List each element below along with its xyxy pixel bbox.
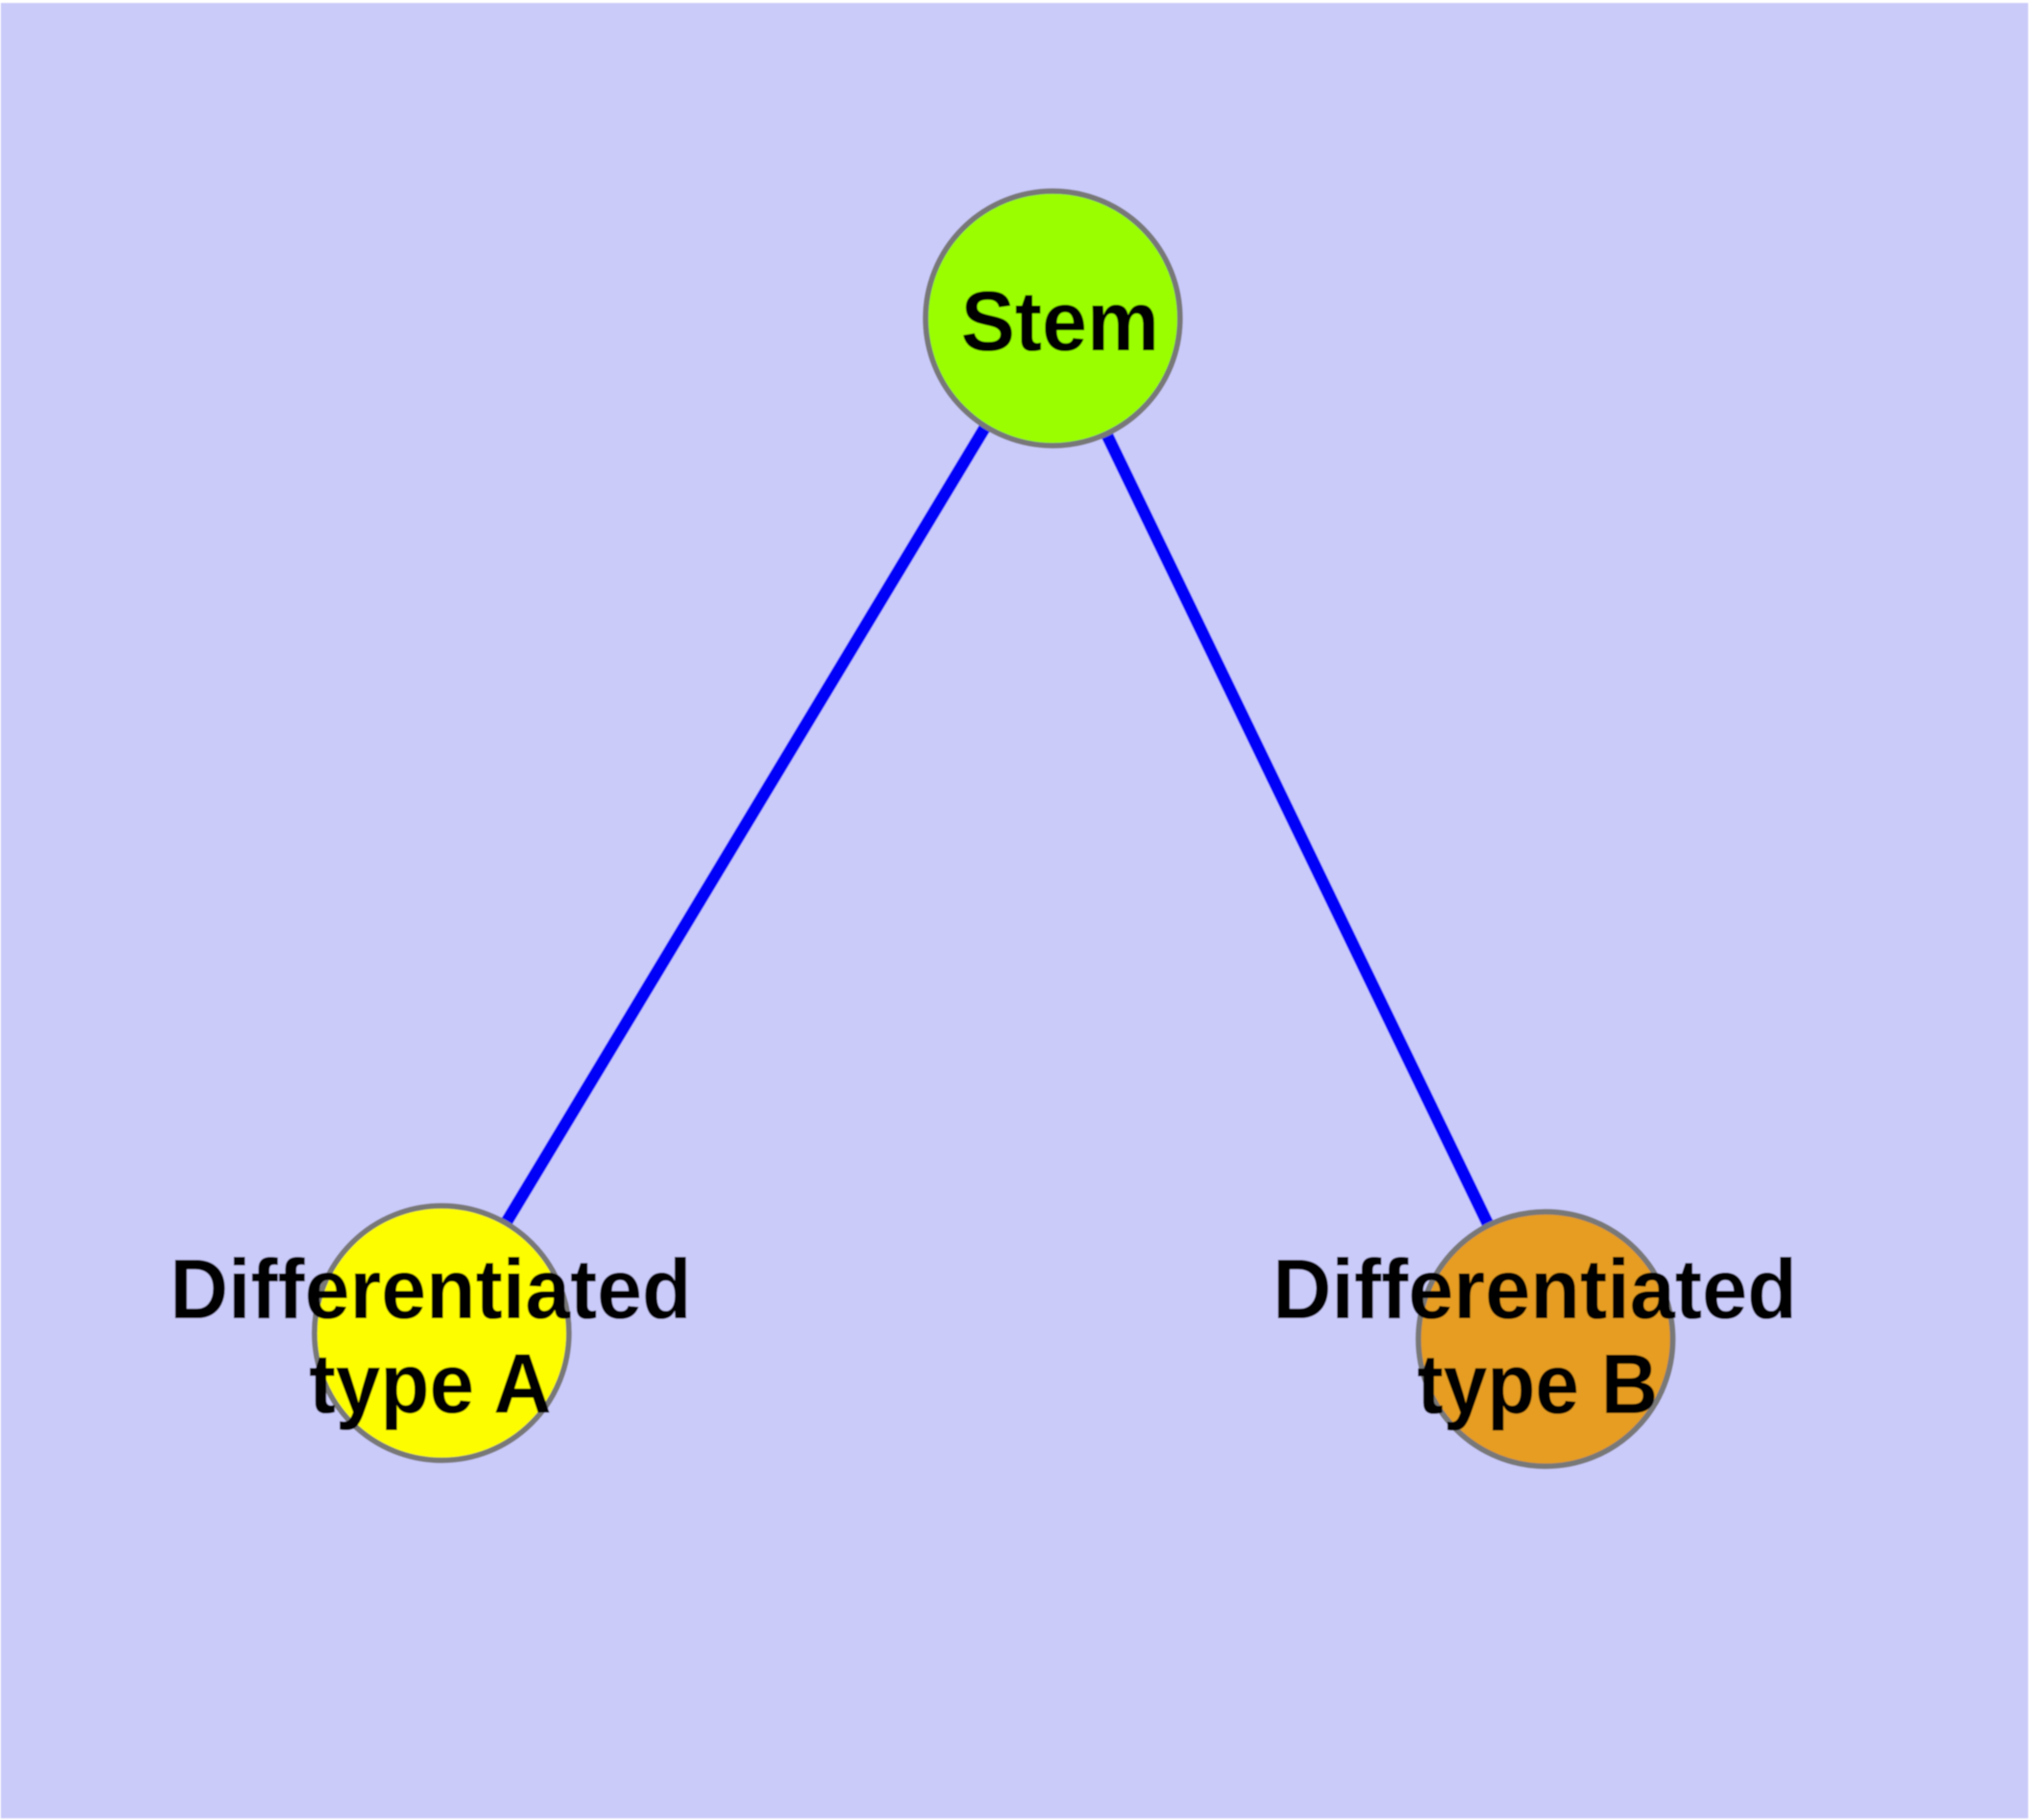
svg-text:Differentiated: Differentiated [1272,1242,1797,1336]
svg-text:type A: type A [309,1336,552,1431]
svg-text:type B: type B [1417,1336,1658,1431]
svg-text:Stem: Stem [961,274,1159,369]
svg-text:Differentiated: Differentiated [170,1242,692,1336]
